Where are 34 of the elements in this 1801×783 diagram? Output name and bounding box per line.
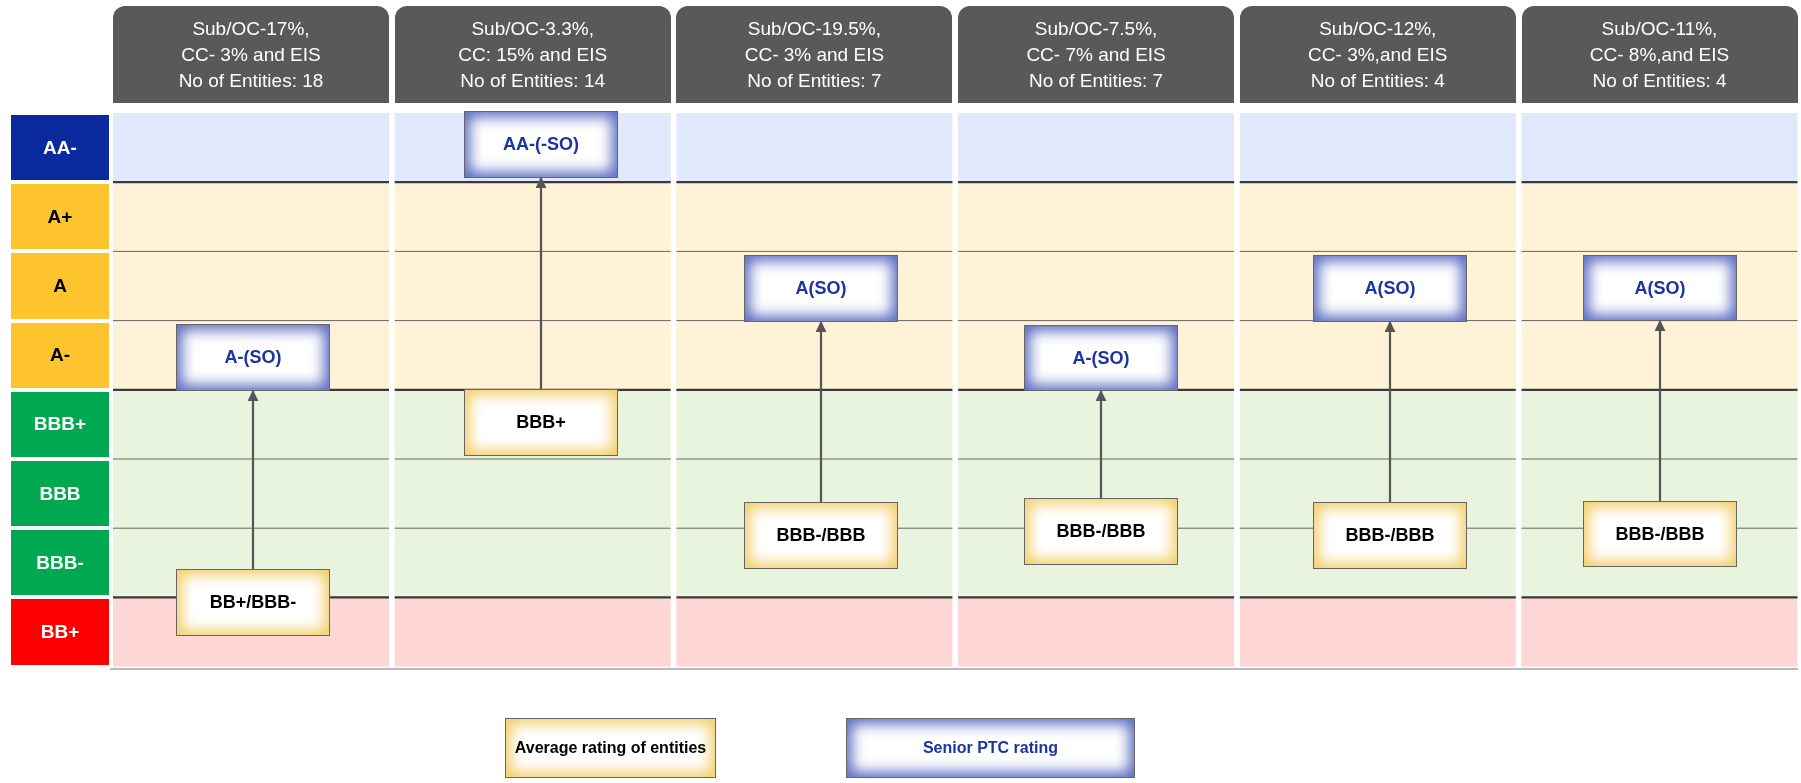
- senior-rating-box: AA-(-SO): [464, 111, 618, 178]
- average-rating-box: BBB+: [464, 389, 618, 456]
- column-header: Sub/OC-12%, CC- 3%,and EIS No of Entities: 4: [1239, 6, 1516, 103]
- column-header: Sub/OC-17%, CC- 3% and EIS No of Entities: 18: [113, 6, 389, 103]
- rating-label: A: [11, 253, 109, 319]
- legend-senior-box: Senior PTC rating: [846, 718, 1135, 778]
- average-rating-box: BBB-/BBB: [744, 502, 898, 569]
- rating-label: BB+: [11, 599, 109, 665]
- column-header: Sub/OC-3.3%, CC: 15% and EIS No of Entities: 14: [394, 6, 671, 103]
- column-header: Sub/OC-19.5%, CC- 3% and EIS No of Entities: 7: [676, 6, 953, 103]
- rating-label: A+: [11, 184, 109, 250]
- senior-rating-box: A-(SO): [1024, 325, 1178, 391]
- rating-label: A-: [11, 322, 109, 388]
- arrow: [815, 320, 827, 502]
- average-rating-box: BB+/BBB-: [176, 569, 330, 636]
- column-header: Sub/OC-11%, CC- 8%,and EIS No of Entities: 4: [1521, 6, 1798, 103]
- arrow: [1095, 389, 1107, 498]
- arrow: [1384, 320, 1396, 502]
- rating-label: BBB+: [11, 391, 109, 457]
- average-rating-box: BBB-/BBB: [1024, 498, 1178, 565]
- column-header: Sub/OC-7.5%, CC- 7% and EIS No of Entities: 7: [958, 6, 1235, 103]
- arrow: [1654, 319, 1666, 501]
- senior-rating-box: A(SO): [1313, 255, 1467, 322]
- arrow: [247, 389, 259, 569]
- senior-rating-box: A(SO): [1583, 255, 1737, 321]
- rating-label: BBB: [11, 461, 109, 527]
- senior-rating-box: A-(SO): [176, 324, 330, 391]
- rating-label: AA-: [11, 115, 109, 181]
- rating-label: BBB-: [11, 530, 109, 596]
- legend-average-box: Average rating of entities: [505, 718, 716, 778]
- arrow: [535, 176, 547, 389]
- average-rating-box: BBB-/BBB: [1313, 502, 1467, 569]
- senior-rating-box: A(SO): [744, 255, 898, 322]
- average-rating-box: BBB-/BBB: [1583, 501, 1737, 567]
